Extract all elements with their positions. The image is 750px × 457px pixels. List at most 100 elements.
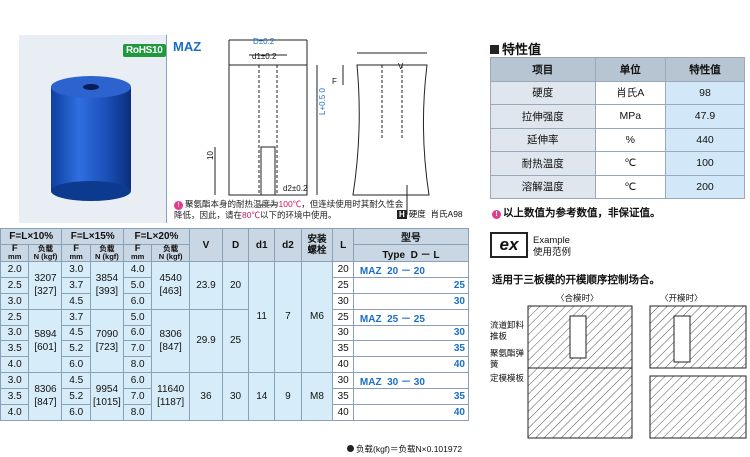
cell-f20: 6.0	[122, 324, 153, 342]
product-title: MAZ	[173, 39, 202, 54]
table-row: 4.0 6.0 8.0 40 40	[0, 403, 470, 421]
header-l: L	[332, 228, 354, 262]
cell-f15: 4.5	[61, 324, 91, 342]
dim-l-label: L+0.5 0	[318, 88, 327, 115]
cell-type: 30	[352, 324, 470, 342]
warning-icon: !	[174, 201, 183, 210]
cell-type: 40	[352, 356, 470, 373]
cell-v: 36	[188, 371, 223, 421]
spec-cell: ℃	[594, 151, 666, 176]
technical-drawing	[167, 35, 486, 223]
dim-d1-label: d1±0.2	[252, 52, 277, 61]
dimension-drawing	[214, 39, 430, 215]
cell-d: 30	[221, 371, 250, 421]
cell-f10: 3.0	[0, 371, 30, 389]
cell-l: 40	[332, 403, 354, 421]
cell-f20: 8.0	[122, 356, 153, 373]
cell-f10: 3.0	[0, 292, 30, 310]
cell-load10: 5894[601]	[28, 308, 63, 373]
cell-screw: M8	[300, 371, 334, 421]
spec-cell: 200	[665, 174, 745, 199]
table-row: 3.5 5.2 7.0 35 35	[0, 387, 470, 405]
spec-header: 单位	[594, 57, 666, 82]
header-f10: F=L×10%	[0, 228, 63, 245]
cell-f15: 5.2	[61, 387, 91, 405]
cell-f10: 4.0	[0, 356, 30, 373]
cell-d: 20	[221, 261, 250, 310]
cell-f10: 2.5	[0, 308, 30, 326]
cell-f15: 3.0	[61, 261, 91, 278]
cell-f15: 3.7	[61, 308, 91, 326]
dim-d2-label: d2±0.2	[283, 184, 308, 193]
closed-label: 〈合模时〉	[556, 293, 599, 303]
cell-f20: 5.0	[122, 277, 153, 294]
cell-f10: 3.5	[0, 387, 30, 405]
cell-l: 35	[332, 387, 354, 405]
product-photo	[51, 76, 131, 201]
table-row: 2.0 3207[327] 3.0 3854[393] 4.0 4540[463…	[0, 261, 470, 373]
cell-d2: 7	[274, 261, 302, 373]
cell-f20: 4.0	[122, 261, 153, 278]
note-temp-2: 80℃	[242, 210, 260, 220]
cell-type: 40	[352, 403, 470, 421]
example-diagram	[490, 288, 748, 448]
table-row: 3.0 8306[847] 4.5 9954[1015] 6.0 11640[1…	[0, 371, 470, 421]
cell-load10: 8306[847]	[28, 371, 63, 421]
spec-cell: %	[594, 127, 666, 152]
cell-v: 23.9	[188, 261, 223, 310]
cell-f10: 3.5	[0, 340, 30, 358]
spec-cell: 溶解温度	[490, 174, 596, 199]
cell-l: 20	[332, 261, 354, 278]
cell-f15: 4.5	[61, 371, 91, 389]
hardness-value: 肖氏A98	[430, 209, 463, 219]
spec-cell: 肖氏A	[594, 80, 666, 105]
cell-v: 29.9	[188, 308, 223, 373]
cell-f20: 6.0	[122, 292, 153, 310]
header-d: D	[221, 228, 250, 262]
table-row: 3.5 5.2 7.0 35 35	[0, 340, 470, 358]
cell-f20: 6.0	[122, 371, 153, 389]
cell-type: 35	[352, 340, 470, 358]
note-text-3: 以下的环境中使用。	[259, 210, 337, 220]
cell-f10: 4.0	[0, 403, 30, 421]
header-v: V	[188, 228, 223, 262]
cell-load20: 8306[847]	[151, 308, 190, 373]
spec-row: 延伸率%440	[490, 127, 745, 152]
header-d1: d1	[248, 228, 276, 262]
spec-cell: 硬度	[490, 80, 596, 105]
warning-icon: !	[492, 210, 501, 219]
cell-l: 35	[332, 340, 354, 358]
cell-f15: 5.2	[61, 340, 91, 358]
reference-note: !以上数值为参考数值，非保证值。	[492, 205, 661, 220]
cell-f20: 5.0	[122, 308, 153, 326]
footnote: 负载(kgf)＝负载N×0.101972	[347, 443, 462, 455]
cell-f15: 4.5	[61, 292, 91, 310]
cell-load20: 11640[1187]	[151, 371, 190, 421]
hardness-icon: H	[397, 210, 407, 219]
spec-cell: 47.9	[665, 104, 745, 129]
table-row: 2.5 3.7 5.0 25 25	[0, 277, 470, 294]
cell-f15: 3.7	[61, 277, 91, 294]
cell-f15: 6.0	[61, 403, 91, 421]
spec-header: 特性值	[665, 57, 745, 82]
table-row: 3.0 4.5 6.0 30 30	[0, 292, 470, 310]
cell-d2: 9	[274, 371, 302, 421]
cell-load20: 4540[463]	[151, 261, 190, 310]
part-label-1: 流道卸料推板	[490, 320, 525, 341]
cell-f10: 2.5	[0, 277, 30, 294]
table-row: 2.5 5894[601] 3.7 7090[723] 5.0 8306[847…	[0, 308, 470, 373]
cell-f20: 8.0	[122, 403, 153, 421]
table-row: 4.0 6.0 8.0 40 40	[0, 356, 470, 373]
header-f15: F=L×15%	[61, 228, 124, 245]
cell-f20: 7.0	[122, 340, 153, 358]
cell-l: 30	[332, 292, 354, 310]
cell-d: 25	[221, 308, 250, 373]
